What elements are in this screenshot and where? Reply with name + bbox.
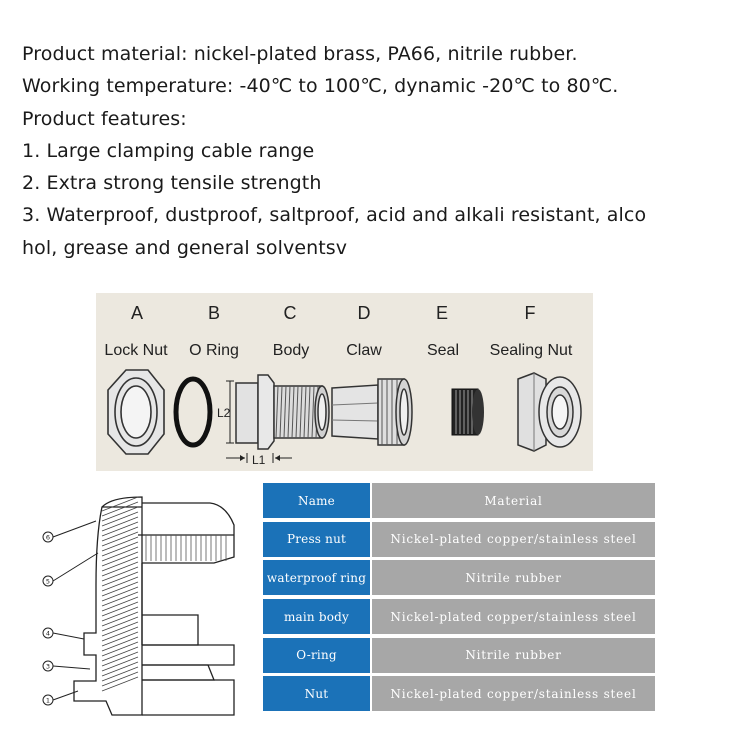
callout-3: 3 <box>46 663 50 671</box>
row-name-cell: Press nut <box>263 521 370 557</box>
part-letter-c: C <box>283 303 297 323</box>
feature-2: 2. Extra strong tensile strength <box>22 172 322 195</box>
temperature-line: Working temperature: -40℃ to 100℃, dynam… <box>22 75 619 98</box>
row-material-cell: Nitrile rubber <box>372 560 655 596</box>
part-name-body: Body <box>272 342 310 359</box>
feature-3: 3. Waterproof, dustproof, saltproof, aci… <box>22 204 647 227</box>
row-material-cell: Nickel-plated copper/stainless steel <box>372 521 655 557</box>
row-material-cell: Nickel-plated copper/stainless steel <box>372 599 655 635</box>
o-ring-drawing <box>173 376 213 448</box>
feature-3-continued: hol, grease and general solventsv <box>22 236 348 259</box>
table-row: O-ring Nitrile rubber <box>263 637 655 673</box>
parts-drawing: L2 L1 <box>107 369 582 467</box>
part-name-claw: Claw <box>346 342 382 359</box>
table-row: Press nut Nickel-plated copper/stainless… <box>263 521 655 557</box>
row-name-cell: O-ring <box>263 637 370 673</box>
row-name-cell: Nut <box>263 676 370 712</box>
lock-nut-drawing <box>107 369 165 455</box>
body-drawing <box>226 374 330 463</box>
features-heading: Product features: <box>22 107 187 130</box>
header-name-cell: Name <box>263 483 370 518</box>
seal-drawing <box>451 388 484 436</box>
part-name-lock-nut: Lock Nut <box>104 342 168 359</box>
part-letter-f: F <box>524 303 536 323</box>
part-letter-b: B <box>207 303 221 323</box>
part-name-o-ring: O Ring <box>189 342 239 359</box>
table-row: Nut Nickel-plated copper/stainless steel <box>263 676 655 712</box>
feature-1: 1. Large clamping cable range <box>22 139 315 162</box>
row-material-cell: Nickel-plated copper/stainless steel <box>372 676 655 712</box>
exploded-parts-diagram: A B C D E F Lock Nut O Ring Body Claw Se… <box>96 293 593 471</box>
cross-section-drawing: 6 5 4 3 1 <box>42 496 235 716</box>
table-row: main body Nickel-plated copper/stainless… <box>263 599 655 635</box>
claw-drawing <box>331 378 413 446</box>
table-row: waterproof ring Nitrile rubber <box>263 560 655 596</box>
header-material-cell: Material <box>372 483 655 518</box>
material-line: Product material: nickel-plated brass, P… <box>22 43 578 65</box>
callout-1: 1 <box>46 697 50 705</box>
part-letter-d: D <box>357 303 371 323</box>
part-name-sealing-nut: Sealing Nut <box>489 342 573 359</box>
part-letter-a: A <box>130 303 144 323</box>
callout-4: 4 <box>46 630 50 638</box>
l1-label: L1 <box>252 453 266 467</box>
part-name-seal: Seal <box>426 342 460 359</box>
l2-label: L2 <box>217 406 231 420</box>
material-table: Name Material Press nut Nickel-plated co… <box>263 483 655 715</box>
callout-6: 6 <box>46 534 50 542</box>
product-description: Product material: nickel-plated brass, P… <box>22 38 712 264</box>
row-material-cell: Nitrile rubber <box>372 637 655 673</box>
row-name-cell: main body <box>263 599 370 635</box>
sealing-nut-drawing <box>517 372 582 452</box>
callout-5: 5 <box>46 578 50 586</box>
part-letter-e: E <box>435 303 449 323</box>
table-header-row: Name Material <box>263 483 655 518</box>
row-name-cell: waterproof ring <box>263 560 370 596</box>
